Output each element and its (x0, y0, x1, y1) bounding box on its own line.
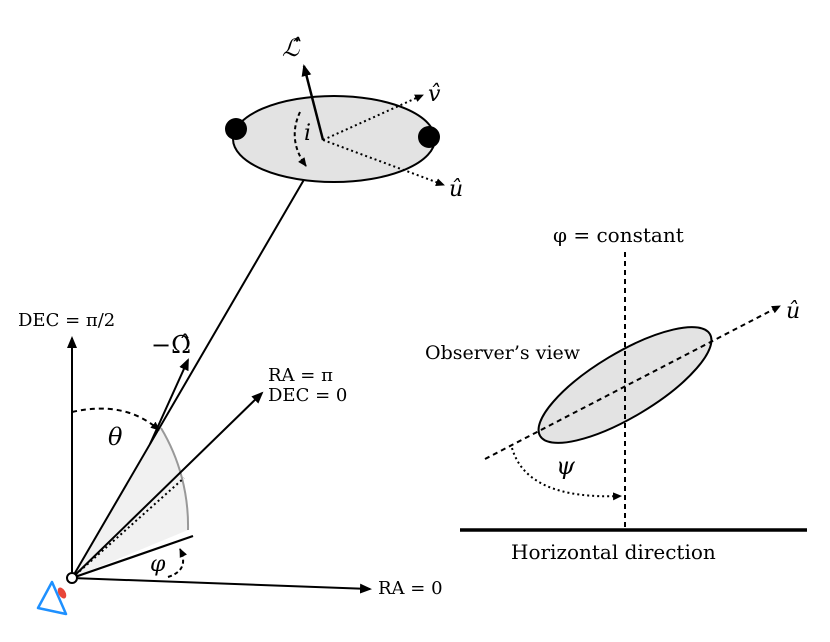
phi-arc (167, 548, 188, 578)
u-hat-label: û (449, 177, 463, 202)
observer-u-hat-label: û (786, 299, 800, 324)
phi-label: φ (150, 552, 166, 577)
u-hat-arrow (322, 139, 445, 186)
inclination-label: i (304, 121, 311, 146)
v-hat-arrow (322, 94, 424, 141)
observer-eye-icon (36, 572, 78, 616)
ra-zero-axis (71, 577, 372, 594)
dec-axis-label: DEC = π/2 (18, 310, 115, 331)
orbit-ellipse (232, 95, 436, 183)
ra-zero-label: RA = 0 (378, 578, 443, 599)
l-hat-arrow (301, 64, 325, 141)
ra-pi-label: RA = π (268, 365, 333, 386)
line-of-sight (71, 146, 324, 579)
phi-reference-line (71, 534, 194, 580)
observer-view-title: Observer’s view (425, 342, 581, 364)
projection-dotted-line (71, 477, 185, 579)
minus-omega-label: −Ω̂ (151, 331, 191, 359)
star-right (418, 126, 440, 148)
projected-orbit-ellipse (537, 326, 713, 444)
inclination-arc (293, 111, 307, 167)
binary-orbit: ℒ̂ v̂ û i (225, 34, 463, 202)
phi-cone-arc (160, 427, 190, 531)
star-left (225, 118, 247, 140)
ra-pi-axis (71, 391, 264, 579)
dec-zero-label: DEC = 0 (268, 385, 347, 406)
theta-label: θ (108, 423, 123, 451)
l-hat-label: ℒ̂ (282, 34, 301, 62)
observer-view: φ = constant û Observer’s view ψ Horizon… (425, 223, 807, 564)
theta-arc (71, 407, 160, 431)
source-frame: DEC = π/2 −Ω̂ RA = π DEC = 0 θ φ RA = 0 (18, 146, 443, 616)
psi-arc (511, 447, 622, 501)
u-hat-projection (484, 305, 781, 460)
v-hat-label: v̂ (428, 82, 441, 107)
horizontal-direction-label: Horizontal direction (511, 540, 716, 564)
psi-label: ψ (556, 452, 576, 480)
minus-omega-arrow (149, 358, 189, 445)
phi-cone-sector (72, 428, 189, 578)
phi-constant-label: φ = constant (553, 223, 684, 247)
